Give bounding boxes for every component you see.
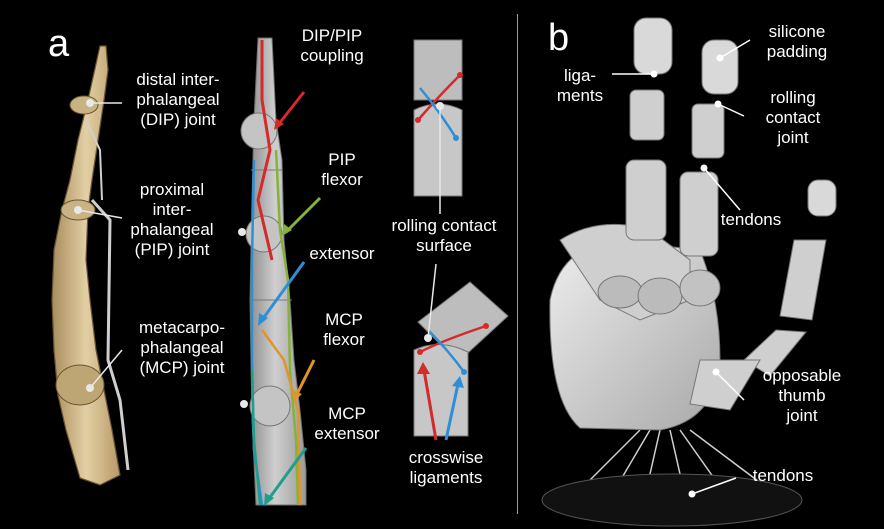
label-mcp-extensor: MCP extensor <box>314 404 380 443</box>
pip-flexor-tendon <box>274 149 300 506</box>
pip-joint-marker <box>74 206 123 219</box>
label-crosswise-ligaments: crosswise ligaments <box>408 448 484 487</box>
label-rolling-contact-surface: rolling contact surface <box>391 216 497 255</box>
label-dip-joint: distal inter- phalangeal (DIP) joint <box>136 70 220 129</box>
pip-joint-dot <box>238 228 246 236</box>
label-tendons-lower: tendons <box>752 466 814 485</box>
panel-divider <box>517 14 518 514</box>
crosswise-ligament-arrow-blue <box>444 376 464 441</box>
rolling-joint-straight <box>413 39 463 197</box>
mcp-joint-marker <box>86 349 123 392</box>
rolling-surface-leader-bottom <box>427 263 437 339</box>
rolling-joint-flexed <box>413 281 509 437</box>
label-dip-pip-coupling: DIP/PIP coupling <box>300 26 364 65</box>
panel-a-letter: a <box>48 23 70 65</box>
panel-b-letter: b <box>548 17 570 59</box>
label-pip-flexor: PIP flexor <box>321 150 363 189</box>
mcp-extensor-tendon <box>250 369 262 506</box>
panel-b-leader-dots <box>650 54 724 498</box>
label-opposable-thumb-joint: opposable thumb joint <box>762 366 842 425</box>
mcp-extensor-arrow <box>264 447 308 506</box>
anatomical-finger-illustration <box>51 45 130 486</box>
label-mcp-joint: metacarpo- phalangeal (MCP) joint <box>139 318 225 377</box>
extensor-arrow <box>258 261 306 326</box>
label-mcp-flexor: MCP flexor <box>323 310 365 349</box>
label-silicone-padding: silicone padding <box>766 22 828 61</box>
dip-pip-coupling-arrow <box>274 91 306 130</box>
mcp-flexor-arrow <box>292 359 316 402</box>
label-extensor: extensor <box>309 244 375 263</box>
label-ligaments: liga- ments <box>556 66 604 105</box>
dip-joint-marker <box>86 99 122 107</box>
mcp-joint-dot <box>240 400 248 408</box>
label-rolling-contact-joint: rolling contact joint <box>765 88 821 147</box>
robotic-hand-photo <box>541 17 837 527</box>
panel-b-leaders <box>612 39 751 495</box>
coupling-tendon <box>256 40 274 261</box>
pip-flexor-arrow <box>282 196 322 236</box>
crosswise-ligament-arrow-red <box>417 362 438 441</box>
label-tendons-upper: tendons <box>720 210 782 229</box>
label-pip-joint: proximal inter- phalangeal (PIP) joint <box>130 180 214 259</box>
